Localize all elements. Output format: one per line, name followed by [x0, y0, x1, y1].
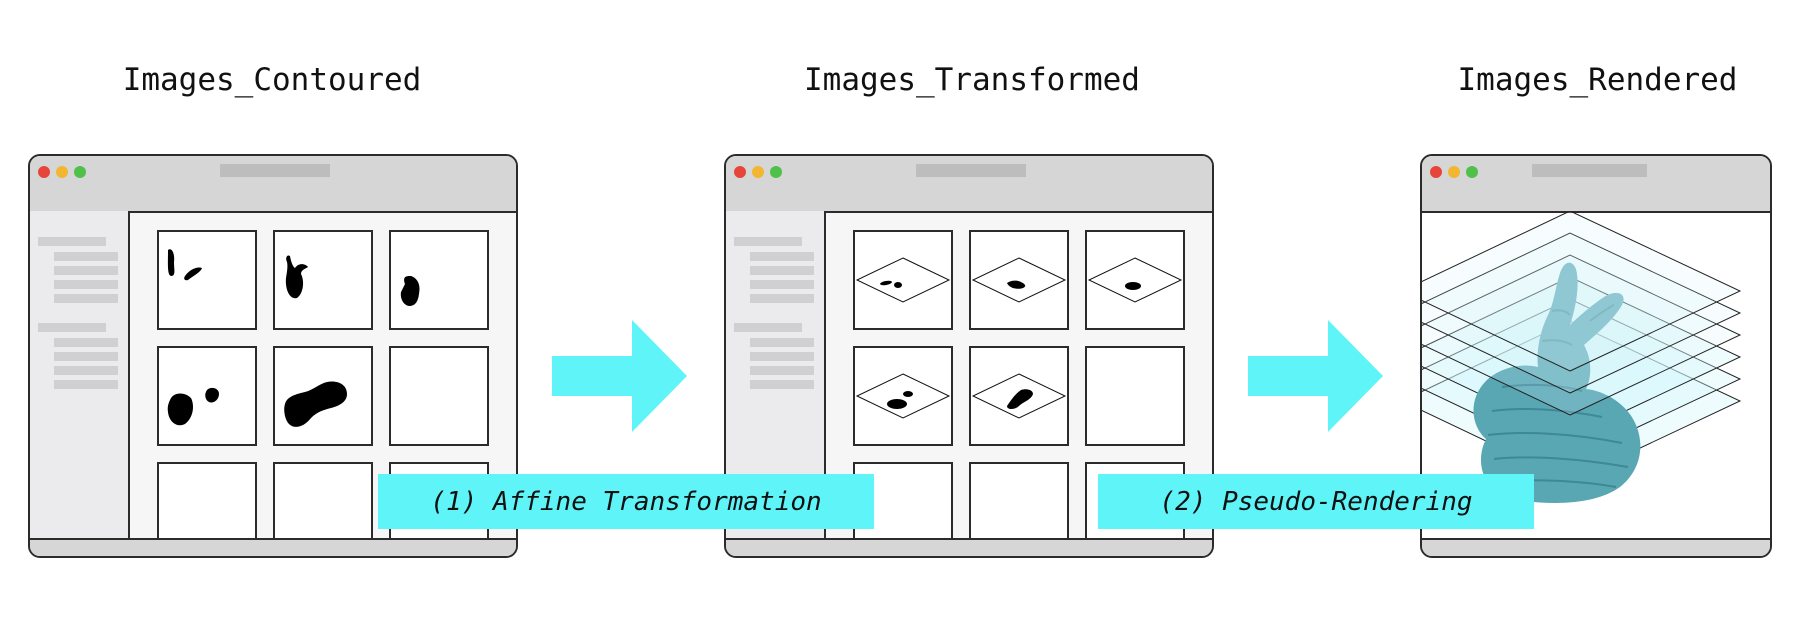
step-label-affine-transformation: (1) Affine Transformation [378, 474, 874, 529]
sidebar [30, 211, 130, 540]
sidebar-heading [734, 323, 802, 332]
window-titlebar [30, 156, 516, 213]
sidebar-item[interactable] [750, 294, 814, 303]
transformed-plane-icon [855, 257, 951, 303]
sidebar-item[interactable] [54, 338, 118, 347]
sidebar-item[interactable] [54, 266, 118, 275]
window-rendered [1420, 154, 1772, 558]
image-tile[interactable] [853, 346, 953, 446]
transformed-plane-icon [971, 257, 1067, 303]
sidebar-item[interactable] [54, 280, 118, 289]
address-bar[interactable] [1532, 164, 1647, 177]
transformed-plane-icon [855, 373, 951, 419]
minimize-dot-icon[interactable] [56, 166, 68, 178]
contour-shape-icon [400, 276, 420, 306]
image-tile[interactable] [157, 346, 257, 446]
window-contoured [28, 154, 518, 558]
sidebar-item[interactable] [750, 366, 814, 375]
sidebar-item[interactable] [54, 294, 118, 303]
image-tile[interactable] [389, 230, 489, 330]
sidebar-item[interactable] [54, 352, 118, 361]
close-dot-icon[interactable] [38, 166, 50, 178]
stage-title-transformed: Images_Transformed [804, 62, 1140, 98]
address-bar[interactable] [916, 164, 1026, 177]
contour-shape-icon [284, 381, 347, 427]
sidebar-item[interactable] [750, 266, 814, 275]
sidebar-item[interactable] [54, 380, 118, 389]
close-dot-icon[interactable] [1430, 166, 1442, 178]
transformed-plane-icon [1087, 257, 1183, 303]
contour-shape-icon [167, 249, 202, 281]
contour-shape-icon [167, 387, 219, 426]
contour-shape-icon [285, 255, 308, 299]
window-statusbar [1422, 538, 1770, 556]
rendered-bunny-illustration [1422, 211, 1742, 503]
sidebar-heading [38, 323, 106, 332]
flow-arrow-icon [1248, 320, 1383, 432]
sidebar-item[interactable] [750, 338, 814, 347]
bunny-model-icon [1473, 262, 1641, 503]
flow-arrow-icon [552, 320, 687, 432]
sidebar-item[interactable] [54, 252, 118, 261]
stage-title-rendered: Images_Rendered [1457, 62, 1738, 98]
sidebar-heading [734, 237, 802, 246]
maximize-dot-icon[interactable] [1466, 166, 1478, 178]
image-tile[interactable] [1085, 230, 1185, 330]
sidebar-item[interactable] [750, 280, 814, 289]
close-dot-icon[interactable] [734, 166, 746, 178]
slice-plane-icon [1422, 211, 1742, 416]
maximize-dot-icon[interactable] [74, 166, 86, 178]
image-tile[interactable] [157, 230, 257, 330]
image-tile[interactable] [853, 230, 953, 330]
sidebar-item[interactable] [750, 352, 814, 361]
sidebar-heading [38, 237, 106, 246]
window-statusbar [726, 538, 1212, 556]
image-tile[interactable] [969, 346, 1069, 446]
image-tile[interactable] [969, 230, 1069, 330]
window-titlebar [726, 156, 1212, 213]
image-tile[interactable] [273, 230, 373, 330]
minimize-dot-icon[interactable] [752, 166, 764, 178]
minimize-dot-icon[interactable] [1448, 166, 1460, 178]
sidebar-item[interactable] [750, 252, 814, 261]
window-statusbar [30, 538, 516, 556]
address-bar[interactable] [220, 164, 330, 177]
image-tile[interactable] [389, 346, 489, 446]
sidebar-item[interactable] [750, 380, 814, 389]
step-label-pseudo-rendering: (2) Pseudo-Rendering [1098, 474, 1534, 529]
image-tile[interactable] [1085, 346, 1185, 446]
transformed-plane-icon [971, 373, 1067, 419]
stage-title-contoured: Images_Contoured [122, 62, 422, 98]
maximize-dot-icon[interactable] [770, 166, 782, 178]
image-tile[interactable] [273, 346, 373, 446]
sidebar-item[interactable] [54, 366, 118, 375]
window-titlebar [1422, 156, 1770, 213]
